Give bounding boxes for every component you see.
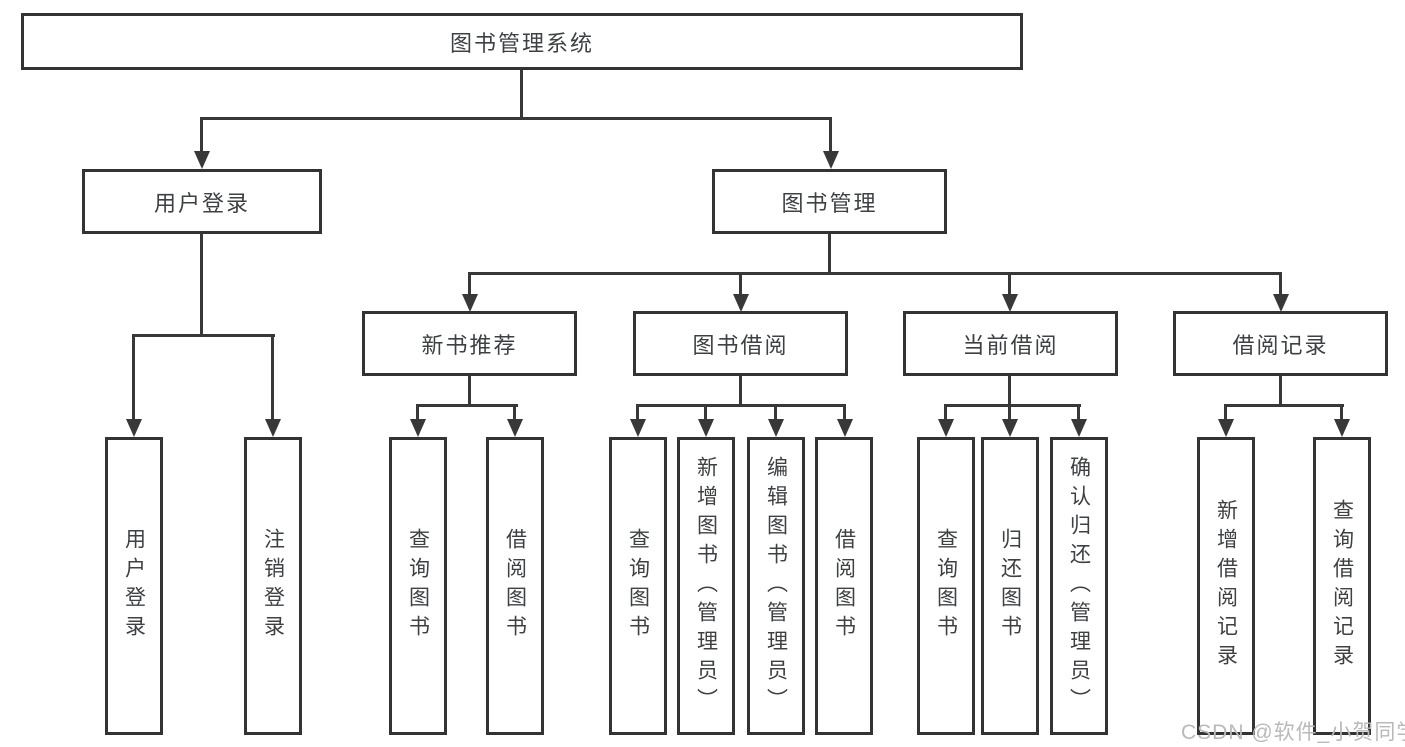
connector-stem-leaf (132, 334, 135, 421)
node-label: 用户登录 (153, 190, 250, 216)
connector-stem-leaf (271, 334, 274, 421)
leaf-label: 编辑图书（管理员） (764, 455, 788, 717)
arrow-down-icon (837, 419, 853, 437)
connector-borrow-rail (636, 404, 846, 407)
connector-stem-borrow (739, 272, 742, 296)
leaf-label: 借阅图书 (503, 528, 527, 644)
leaf-confirm-return-admin: 确认归还（管理员） (1050, 437, 1108, 735)
connector-bookmgmt-drop (828, 234, 831, 274)
leaf-label: 查询借阅记录 (1330, 499, 1354, 673)
connector-stem-leaf (513, 404, 516, 422)
leaf-return-books: 归还图书 (981, 437, 1039, 735)
leaf-label: 查询图书 (626, 528, 650, 644)
node-root-library-system: 图书管理系统 (21, 13, 1023, 70)
arrow-down-icon (265, 419, 281, 437)
connector-stem-leaf (944, 404, 947, 422)
connector-borrow-drop (739, 376, 742, 407)
connector-stem-leaf (774, 404, 777, 422)
connector-userlogin-rail (133, 334, 275, 337)
node-label: 新书推荐 (421, 332, 518, 358)
leaf-add-books-admin: 新增图书（管理员） (677, 437, 735, 735)
leaf-borrow-books-recommend: 借阅图书 (486, 437, 544, 735)
connector-stem-user-login (200, 117, 203, 153)
connector-level2-rail (201, 117, 832, 120)
arrow-down-icon (630, 419, 646, 437)
arrow-down-icon (768, 419, 784, 437)
connector-stem-recommend (468, 272, 471, 296)
arrow-down-icon (462, 294, 478, 312)
node-new-book-recommend: 新书推荐 (362, 311, 577, 376)
arrow-down-icon (1273, 294, 1289, 312)
connector-stem-leaf (1077, 404, 1080, 422)
connector-root-drop (520, 69, 523, 119)
leaf-label: 注销登录 (261, 528, 285, 644)
leaf-label: 新增借阅记录 (1214, 499, 1238, 673)
connector-stem-leaf (636, 404, 639, 422)
arrow-down-icon (698, 419, 714, 437)
leaf-label: 借阅图书 (832, 528, 856, 644)
connector-stem-book-mgmt (829, 117, 832, 153)
connector-current-drop (1008, 376, 1011, 407)
connector-current-rail (944, 404, 1081, 407)
arrow-down-icon (410, 419, 426, 437)
arrow-down-icon (1071, 419, 1087, 437)
leaf-query-books-current: 查询图书 (917, 437, 975, 735)
leaf-logout: 注销登录 (244, 437, 302, 735)
arrow-down-icon (1002, 419, 1018, 437)
arrow-down-icon (194, 151, 210, 169)
arrow-down-icon (938, 419, 954, 437)
leaf-query-books-borrow: 查询图书 (609, 437, 667, 735)
node-label: 图书借阅 (692, 332, 789, 358)
connector-stem-leaf (1008, 404, 1011, 422)
leaf-add-borrow-record: 新增借阅记录 (1197, 437, 1255, 735)
connector-stem-leaf (843, 404, 846, 422)
arrow-down-icon (126, 419, 142, 437)
leaf-label: 确认归还（管理员） (1067, 455, 1091, 717)
leaf-label: 查询图书 (934, 528, 958, 644)
connector-stem-leaf (416, 404, 419, 422)
leaf-label: 用户登录 (122, 528, 146, 644)
connector-records-rail (1224, 404, 1344, 407)
leaf-edit-books-admin: 编辑图书（管理员） (747, 437, 805, 735)
connector-level3-rail (468, 272, 1282, 275)
node-user-login: 用户登录 (82, 169, 322, 234)
connector-stem-leaf (704, 404, 707, 422)
node-label: 图书管理系统 (449, 30, 594, 56)
node-label: 借阅记录 (1232, 332, 1329, 358)
arrow-down-icon (1218, 419, 1234, 437)
node-borrow-records: 借阅记录 (1173, 311, 1388, 376)
arrow-down-icon (507, 419, 523, 437)
connector-recommend-drop (468, 376, 471, 407)
node-label: 当前借阅 (962, 332, 1059, 358)
leaf-label: 查询图书 (406, 528, 430, 644)
leaf-query-borrow-record: 查询借阅记录 (1313, 437, 1371, 735)
leaf-label: 归还图书 (998, 528, 1022, 644)
leaf-query-books-recommend: 查询图书 (389, 437, 447, 735)
arrow-down-icon (733, 294, 749, 312)
connector-stem-leaf (1224, 404, 1227, 422)
node-book-borrow: 图书借阅 (633, 311, 848, 376)
connector-records-drop (1279, 376, 1282, 407)
connector-stem-leaf (1340, 404, 1343, 422)
leaf-borrow-books: 借阅图书 (815, 437, 873, 735)
node-label: 图书管理 (781, 190, 878, 216)
arrow-down-icon (1002, 294, 1018, 312)
csdn-watermark: CSDN @软件_小贺同学 (1181, 721, 1405, 744)
connector-recommend-rail (416, 404, 518, 407)
leaf-label: 新增图书（管理员） (694, 455, 718, 717)
arrow-down-icon (823, 151, 839, 169)
connector-userlogin-drop (200, 234, 203, 337)
connector-stem-current (1008, 272, 1011, 296)
node-book-management: 图书管理 (712, 169, 947, 234)
leaf-user-login: 用户登录 (105, 437, 163, 735)
connector-stem-records (1279, 272, 1282, 296)
node-current-borrow: 当前借阅 (903, 311, 1118, 376)
arrow-down-icon (1334, 419, 1350, 437)
